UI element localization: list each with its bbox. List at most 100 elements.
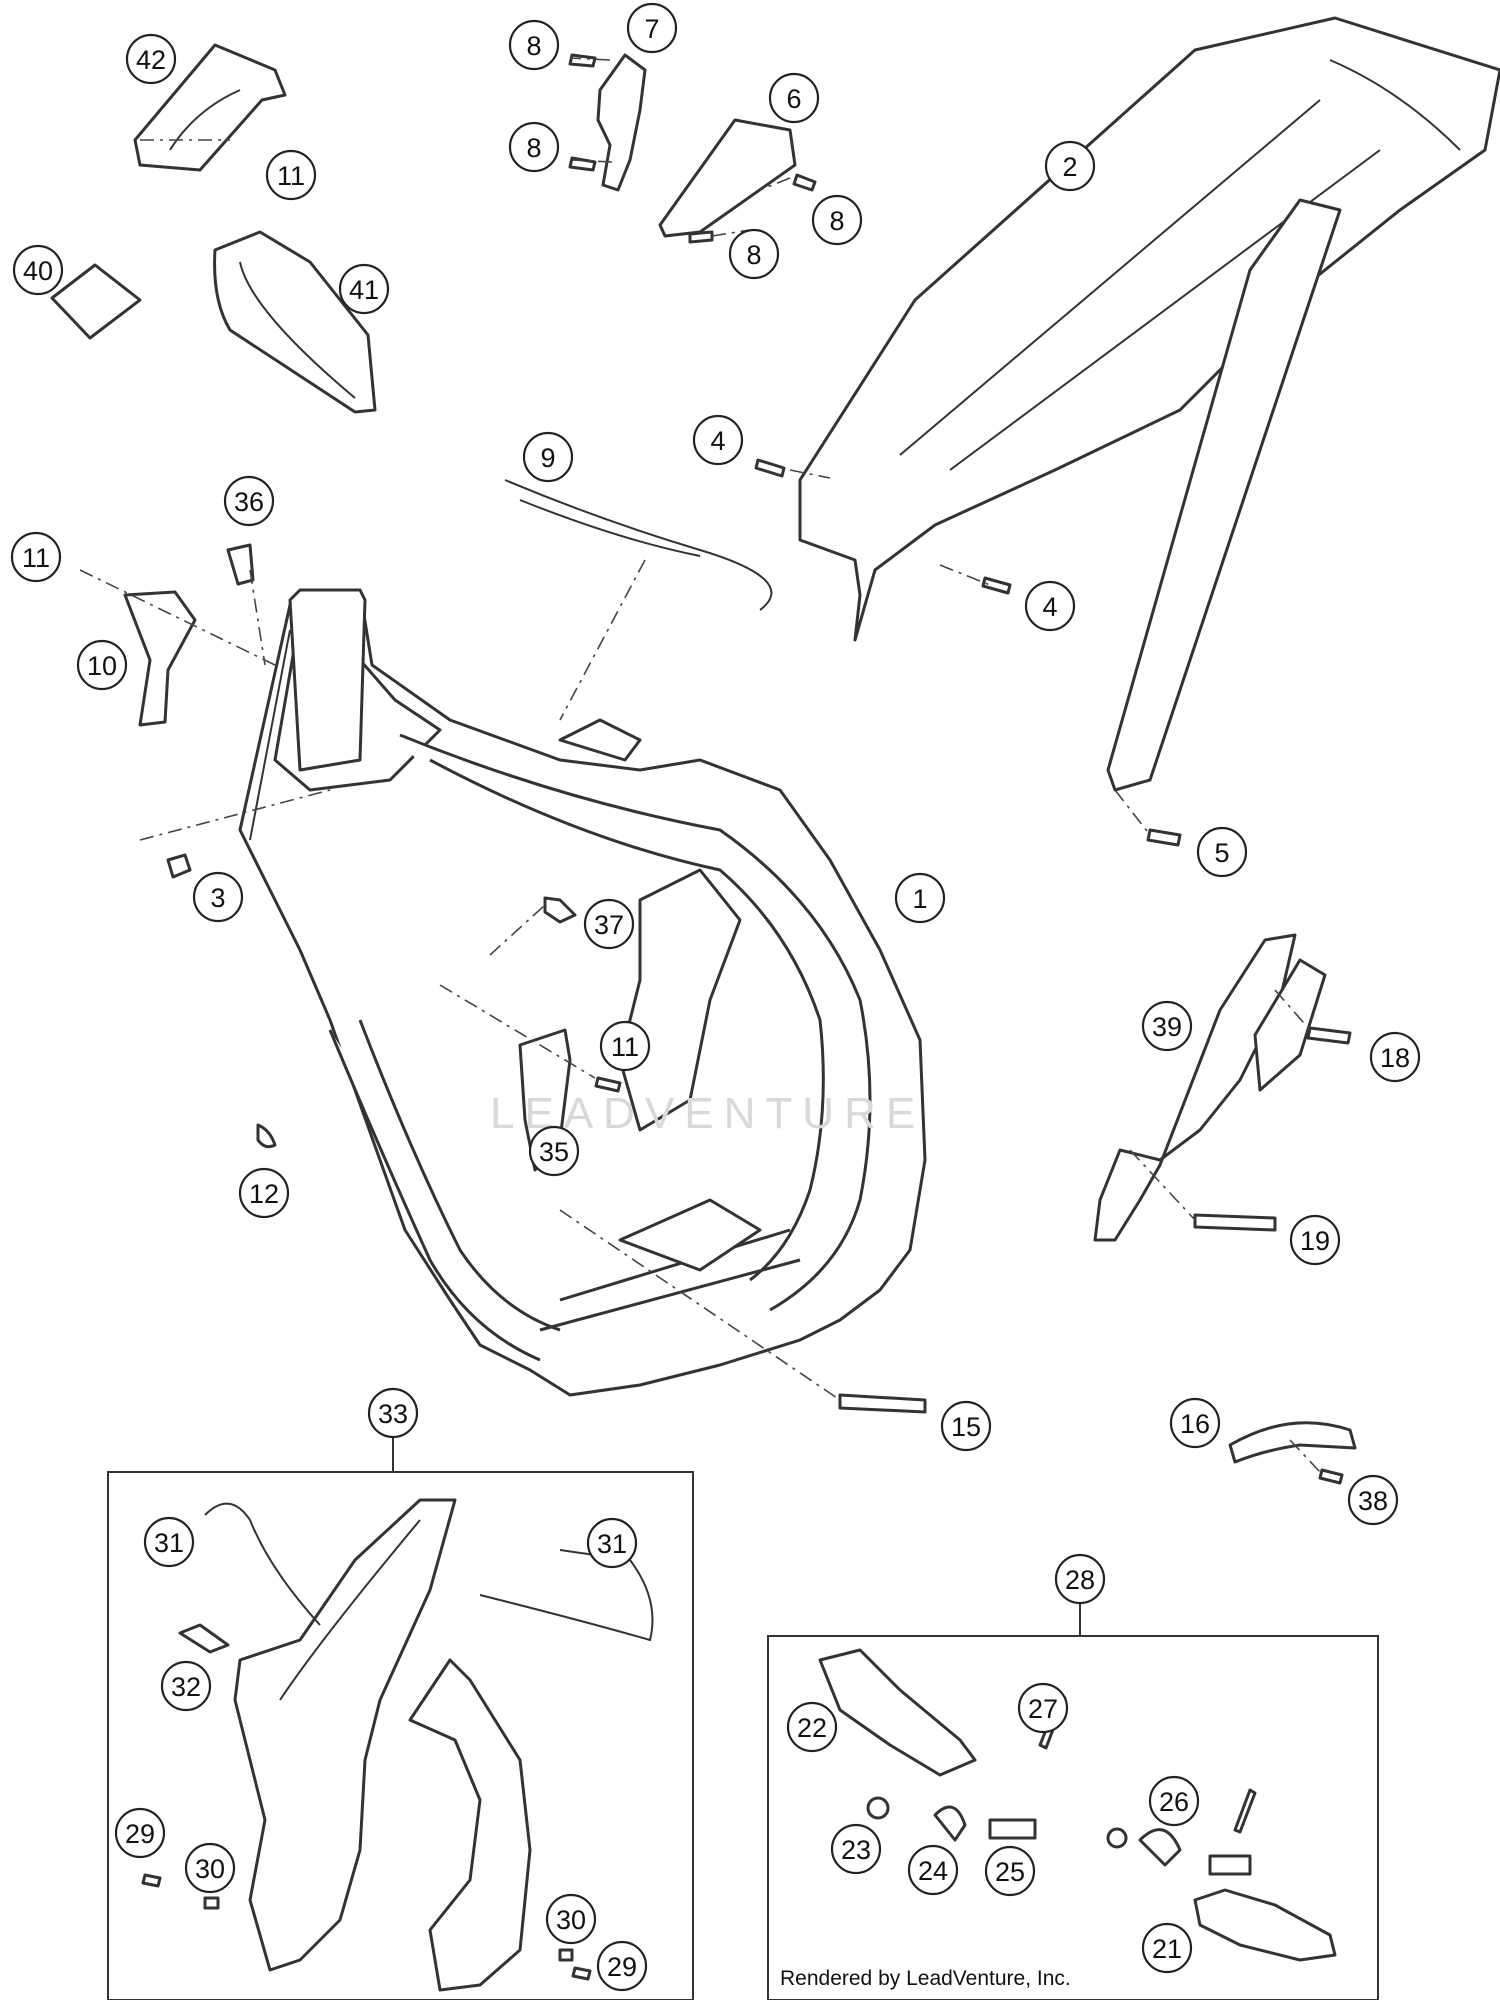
- callout-circle: [1148, 1775, 1200, 1827]
- callout-27: 27: [1017, 1682, 1069, 1734]
- callout-circle: [1024, 580, 1076, 632]
- callout-25: 25: [984, 1845, 1036, 1897]
- bolt-29-30: [141, 1873, 592, 1981]
- callout-circle: [238, 1167, 290, 1219]
- callout-number: 6: [786, 84, 801, 114]
- callout-21: 21: [1141, 1922, 1193, 1974]
- callout-circle: [599, 1020, 651, 1072]
- callout-circle: [76, 639, 128, 691]
- callout-36: 36: [223, 475, 275, 527]
- part-clip-12: [256, 1123, 277, 1149]
- part-plug-3: [166, 853, 192, 879]
- callout-circle: [184, 1842, 236, 1894]
- callout-18: 18: [1369, 1031, 1421, 1083]
- callout-number: 38: [1358, 1486, 1388, 1516]
- callout-number: 24: [918, 1856, 948, 1886]
- callout-circle: [1347, 1474, 1399, 1526]
- callout-circle: [522, 431, 574, 483]
- callout-number: 28: [1065, 1565, 1095, 1595]
- callout-number: 40: [23, 256, 53, 286]
- callout-number: 11: [277, 161, 305, 191]
- callout-6: 6: [768, 72, 820, 124]
- callout-number: 26: [1159, 1787, 1189, 1817]
- bolt-18: [1306, 1026, 1352, 1045]
- callout-28: 28: [1054, 1553, 1106, 1605]
- part-footpeg-22: [818, 1648, 977, 1777]
- callout-33: 33: [367, 1387, 419, 1439]
- callout-number: 15: [951, 1412, 981, 1442]
- callout-number: 35: [539, 1137, 569, 1167]
- callout-8: 8: [508, 121, 560, 173]
- callout-circle: [12, 244, 64, 296]
- callout-16: 16: [1169, 1397, 1221, 1449]
- callout-8: 8: [811, 194, 863, 246]
- callout-circle: [508, 121, 560, 173]
- callout-11: 11: [599, 1020, 651, 1072]
- part-bushing-37: [543, 896, 577, 924]
- callout-number: 23: [841, 1835, 871, 1865]
- callout-circle: [692, 414, 744, 466]
- callout-number: 16: [1180, 1409, 1210, 1439]
- part-subframe-2: [798, 16, 1500, 792]
- part-bracket-10: [123, 590, 197, 727]
- callout-circle: [223, 475, 275, 527]
- callout-number: 31: [154, 1528, 184, 1558]
- callout-2: 2: [1044, 140, 1096, 192]
- callout-circle: [907, 1844, 959, 1896]
- part-cover-41: [213, 230, 377, 414]
- callout-circle: [768, 72, 820, 124]
- callout-circle: [940, 1400, 992, 1452]
- callout-35: 35: [528, 1125, 580, 1177]
- part-shroud-left: [233, 1498, 457, 1972]
- callout-4: 4: [1024, 580, 1076, 632]
- callout-circle: [10, 531, 62, 583]
- callout-number: 4: [1042, 592, 1057, 622]
- callout-circle: [1054, 1553, 1106, 1605]
- callout-circle: [114, 1807, 166, 1859]
- bolt-19: [1193, 1213, 1277, 1232]
- callout-circle: [1044, 140, 1096, 192]
- callout-7: 7: [626, 2, 678, 54]
- callout-circle: [1196, 826, 1248, 878]
- callout-11: 11: [10, 531, 62, 583]
- callout-number: 31: [597, 1529, 627, 1559]
- bolt-15: [838, 1393, 927, 1414]
- callout-circle: [1141, 1922, 1193, 1974]
- callout-number: 7: [644, 14, 659, 44]
- part-clip-36: [226, 543, 255, 586]
- callout-circle: [528, 1125, 580, 1177]
- callout-number: 19: [1300, 1226, 1330, 1256]
- callout-circle: [586, 1517, 638, 1569]
- callout-number: 25: [995, 1857, 1025, 1887]
- bolt-4: [754, 458, 1012, 595]
- callout-circle: [894, 872, 946, 924]
- part-wire-9: [504, 479, 773, 611]
- callout-circle: [1169, 1397, 1221, 1449]
- callout-circle: [160, 1660, 212, 1712]
- callout-number: 32: [171, 1672, 201, 1702]
- callout-number: 8: [526, 31, 541, 61]
- callout-circle: [143, 1516, 195, 1568]
- callout-circle: [596, 1940, 648, 1992]
- callout-number: 8: [526, 133, 541, 163]
- callout-37: 37: [583, 898, 635, 950]
- callout-12: 12: [238, 1167, 290, 1219]
- callout-circle: [125, 33, 177, 85]
- callout-number: 21: [1152, 1934, 1182, 1964]
- part-cover-40: [50, 263, 142, 340]
- part-guard-39: [1093, 933, 1327, 1242]
- callout-8: 8: [728, 228, 780, 280]
- callout-number: 9: [540, 443, 555, 473]
- callout-circle: [811, 194, 863, 246]
- callout-40: 40: [12, 244, 64, 296]
- callout-number: 30: [556, 1905, 586, 1935]
- callout-number: 42: [136, 45, 166, 75]
- callout-number: 12: [249, 1179, 279, 1209]
- part-bracket-7: [596, 53, 647, 192]
- callout-42: 42: [125, 33, 177, 85]
- callout-circle: [265, 149, 317, 201]
- callout-circle: [728, 228, 780, 280]
- callout-number: 29: [125, 1819, 155, 1849]
- callout-circle: [1017, 1682, 1069, 1734]
